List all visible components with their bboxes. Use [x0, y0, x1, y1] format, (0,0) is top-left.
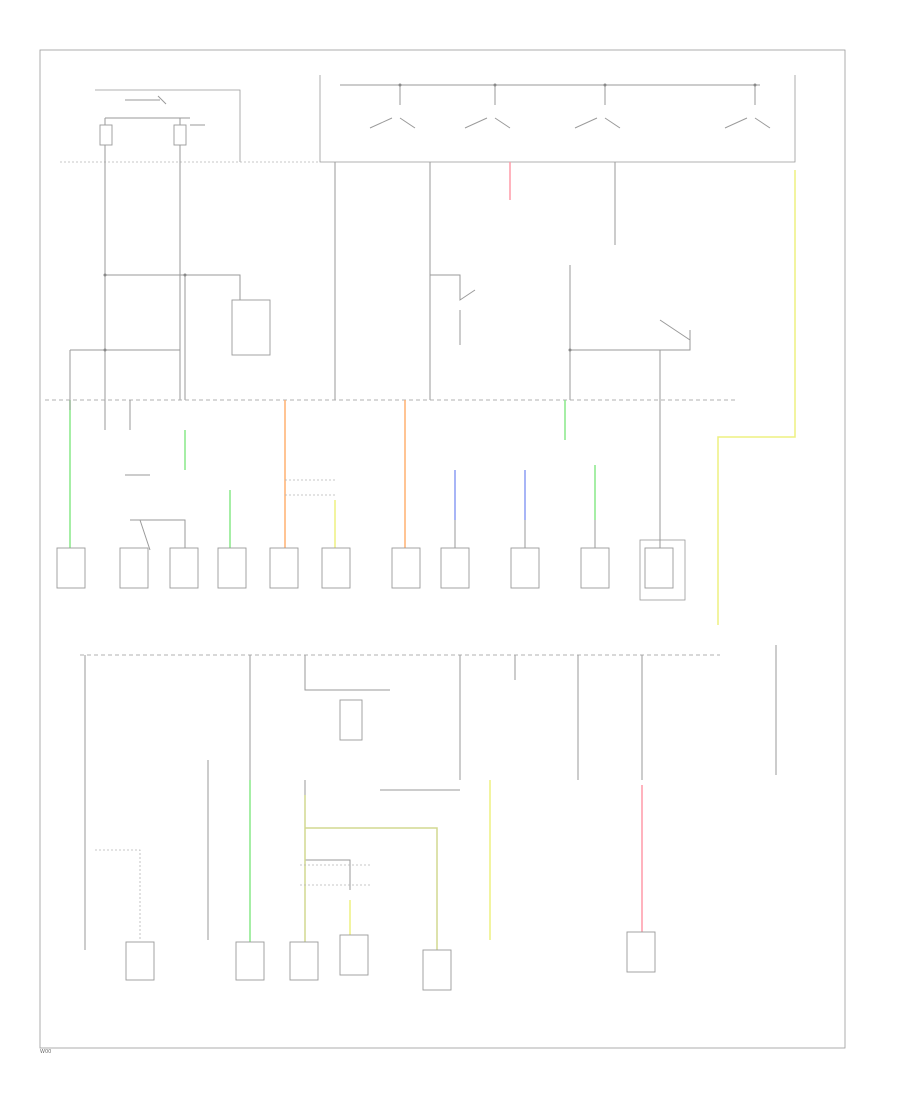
ignition-switch-box — [319, 75, 796, 163]
diagram-frame — [39, 49, 846, 1049]
lower-branch-wires — [84, 655, 643, 950]
yellow-feed-wire — [717, 170, 796, 625]
component-row-upper — [56, 539, 686, 601]
underhood-fuse-relay-box — [60, 89, 320, 163]
middle-branch-wires — [69, 400, 661, 551]
upper-feed-wires — [69, 162, 691, 400]
component-row-lower — [125, 931, 656, 991]
footer-code: W00 — [40, 1049, 51, 1055]
